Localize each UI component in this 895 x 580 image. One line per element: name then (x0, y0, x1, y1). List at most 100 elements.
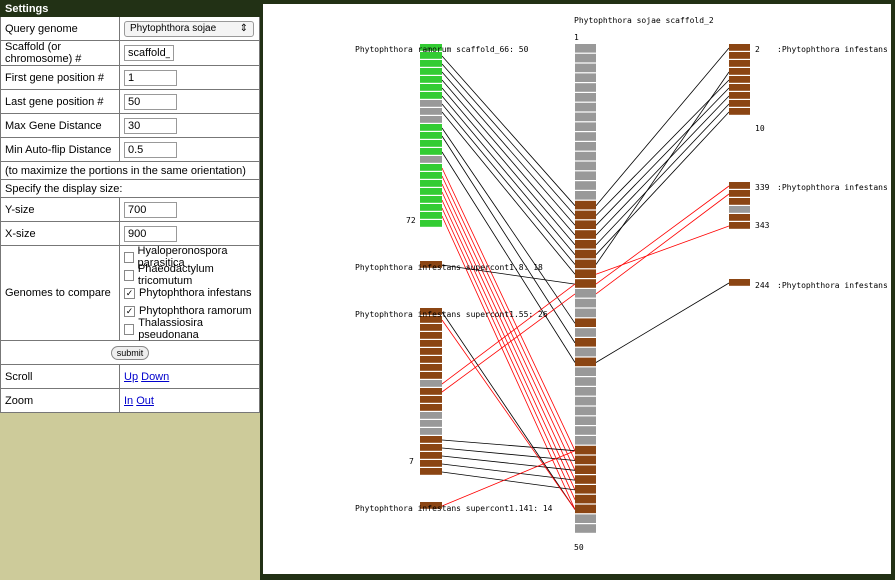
query-gene (575, 122, 596, 131)
ramorum-gene (420, 84, 442, 91)
scroll-up-link[interactable]: Up (124, 370, 139, 383)
query-gene (575, 63, 596, 73)
link-line (441, 87, 576, 246)
query-gene (575, 347, 596, 357)
track-end-label-ramorum-66: 72 (406, 216, 416, 225)
last-gene-input[interactable] (124, 93, 177, 110)
last-gene-label: Last gene position # (0, 89, 120, 114)
x-size-input[interactable] (124, 225, 177, 242)
link-line (441, 455, 576, 471)
supercont-1-55-gene (420, 460, 442, 467)
supercont-1-55-gene (420, 380, 442, 387)
query-gene (575, 259, 596, 269)
supercont-1-55-gene (420, 308, 442, 315)
y-size-label: Y-size (0, 197, 120, 222)
link-line (441, 319, 576, 510)
track-label-right-a: :Phytophthora infestans (777, 45, 888, 54)
checkbox-icon[interactable]: ✓ (124, 287, 135, 299)
track-label-supercont-1-141: Phytophthora infestans supercont1.141: 1… (355, 504, 553, 513)
ramorum-gene (420, 100, 442, 107)
x-size-label: X-size (0, 221, 120, 246)
right-track-a-gene (729, 76, 750, 83)
scroll-label: Scroll (0, 364, 120, 389)
genomes-label: Genomes to compare (0, 245, 120, 341)
right-track-c-gene (729, 279, 750, 286)
ramorum-gene (420, 124, 442, 131)
submit-button[interactable]: submit (110, 345, 150, 360)
ramorum-gene (420, 52, 442, 59)
max-gene-distance-input[interactable] (124, 117, 177, 134)
scaffold-label: Scaffold (or chromosome) # (0, 40, 120, 66)
ramorum-gene (420, 76, 442, 83)
checkbox-icon[interactable] (124, 323, 135, 335)
link-line (441, 135, 576, 344)
checkbox-icon[interactable]: ✓ (124, 305, 135, 317)
supercont-1-55-gene (420, 420, 442, 427)
ramorum-gene (420, 212, 442, 219)
supercont-1-55-gene (420, 388, 442, 395)
checkbox-icon[interactable] (124, 269, 134, 281)
link-line (441, 63, 576, 216)
scroll-down-link[interactable]: Down (141, 370, 170, 383)
right-track-b-gene (729, 190, 750, 197)
ramorum-gene (420, 172, 442, 179)
zoom-in-link[interactable]: In (124, 394, 134, 407)
query-gene (575, 338, 596, 347)
right-track-a-gene (729, 92, 750, 99)
y-size-input[interactable] (124, 201, 177, 218)
track-end-label-right-b: 343 (755, 221, 770, 230)
track-start-label-right-c: 244 (755, 281, 770, 290)
right-track-b-gene (729, 182, 750, 189)
synteny-viewer: Phytophthora sojae scaffold_2 1 50 Phyto… (260, 0, 895, 580)
supercont-1-8-gene (420, 261, 442, 268)
query-end-label: 50 (574, 543, 584, 552)
scaffold-input[interactable] (124, 45, 174, 61)
query-gene (575, 426, 596, 435)
track-end-label-right-a: 10 (755, 124, 765, 133)
genome-item[interactable]: Thalassiosira pseudonana (124, 317, 255, 341)
updown-arrows-icon: ⇕ (239, 23, 248, 34)
genome-name: Phaeodactylum tricomutum (137, 263, 214, 287)
link-lines (441, 47, 730, 510)
genome-name: Thalassiosira pseudonana (138, 317, 203, 341)
query-gene (575, 161, 596, 171)
checkbox-icon[interactable] (124, 251, 134, 263)
query-gene (575, 445, 596, 455)
link-line (595, 111, 730, 255)
query-gene (575, 230, 596, 239)
genome-item[interactable]: Phaeodactylum tricomutum (124, 263, 255, 287)
first-gene-input[interactable] (124, 69, 177, 86)
genome-item[interactable]: ✓Phytophthora infestans (124, 284, 255, 302)
genome-item[interactable]: Hyaloperonospora parasitica (124, 245, 255, 269)
query-gene (575, 151, 596, 161)
supercont-1-55-gene (420, 444, 442, 451)
right-track-b-gene (729, 198, 750, 205)
query-gene (575, 191, 596, 200)
query-gene (575, 269, 596, 278)
supercont-1-55-gene (420, 396, 442, 403)
min-autoflip-input[interactable] (124, 141, 177, 158)
track-label-right-c: :Phytophthora infestans (777, 281, 888, 290)
supercont-1-55-gene (420, 316, 442, 323)
query-gene (575, 524, 596, 533)
link-line (441, 175, 576, 461)
first-gene-label: First gene position # (0, 65, 120, 90)
link-line (441, 183, 576, 471)
query-gene (575, 377, 596, 386)
ramorum-gene (420, 116, 442, 123)
link-line (595, 79, 730, 216)
track-start-label-right-a: 2 (755, 45, 760, 54)
zoom-out-link[interactable]: Out (136, 394, 154, 407)
query-start-label: 1 (574, 33, 579, 42)
max-gene-distance-label: Max Gene Distance (0, 113, 120, 138)
supercont-1-55-gene (420, 428, 442, 435)
link-line (441, 79, 576, 236)
query-gene (575, 504, 596, 514)
link-line (595, 103, 730, 246)
query-gene (575, 328, 596, 337)
genome-item[interactable]: ✓Phytophthora ramorum (124, 302, 255, 320)
supercont-1-55-gene (420, 356, 442, 363)
right-track-a-gene (729, 84, 750, 91)
query-genome-select[interactable]: Phytophthora sojae⇕ (124, 20, 254, 37)
link-line (441, 199, 576, 491)
